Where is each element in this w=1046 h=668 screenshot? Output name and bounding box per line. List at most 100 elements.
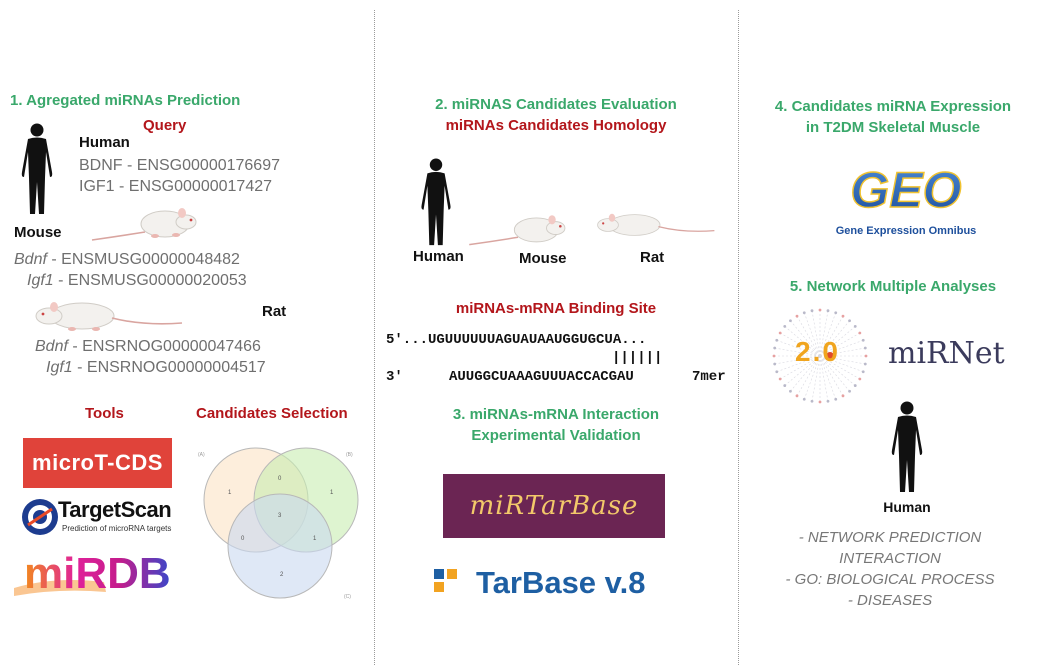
venn-diagram: (A) (B) (C) 1 1 0 3 0 1 2	[198, 447, 359, 600]
panel5-human-label: Human	[883, 499, 931, 515]
binding-site-title: miRNAs-mRNA Binding Site	[455, 300, 657, 317]
sequence-mirna: AUUGGCUAAAGUUUACCACGAU	[449, 369, 634, 385]
venn-set-label-a: (A)	[198, 452, 205, 458]
mirdb-logo-text: miRDB	[24, 549, 171, 598]
panel4-title-2: in T2DM Skeletal Muscle	[805, 119, 981, 136]
mirnet-burst-node	[775, 370, 779, 374]
panel2-title: 2. miRNAS Candidates Evaluation	[435, 96, 677, 113]
mirnet-burst-core	[826, 352, 834, 360]
mouse-image-icon	[91, 208, 197, 241]
analysis-item-diseases: - DISEASES	[847, 592, 933, 609]
mirnet-burst-node	[775, 338, 779, 342]
sequence-mirna-prefix: 3'	[386, 369, 403, 385]
rat-gene-igf1-id: - ENSRNOG00000004517	[72, 359, 266, 376]
mirnet-burst-node	[826, 399, 830, 403]
tarbase-squares-icon	[434, 569, 457, 592]
mirtarbase-logo-text: miRTarBase	[469, 491, 639, 521]
mirnet-logo-text: miRNet	[888, 336, 1005, 371]
panel5-title: 5. Network Multiple Analyses	[789, 278, 997, 295]
mirnet-burst-node	[783, 325, 787, 328]
microt-cds-logo: microT-CDS	[23, 438, 172, 488]
rat-gene-igf1: Igf1 - ENSRNOG00000004517	[46, 359, 266, 377]
mirnet-burst-node	[810, 309, 814, 313]
mirdb-logo: miRDB	[14, 549, 171, 598]
panel3-validation-title-2: Experimental Validation	[471, 427, 641, 444]
mirnet-burst-node	[863, 346, 867, 350]
candidates-selection-title: Candidates Selection	[196, 405, 348, 422]
mirnet-burst-node	[789, 319, 792, 323]
mirnet-burst-node	[841, 394, 845, 398]
rat-gene-igf1-symbol: Igf1	[46, 359, 73, 376]
mirnet-burst-node	[848, 319, 851, 323]
divider-left	[374, 10, 375, 665]
analysis-list: - NETWORK PREDICTION INTERACTION - GO: B…	[760, 527, 1020, 611]
mirnet-burst-node	[795, 394, 799, 398]
human-silhouette-3-icon	[891, 401, 923, 492]
targetscan-logo: TargetScan Prediction of microRNA target…	[20, 494, 176, 540]
mirnet-burst-node	[778, 331, 782, 335]
human-gene-bdnf: BDNF - ENSG00000176697	[79, 157, 280, 174]
divider-right	[738, 10, 739, 665]
geo-logo-text: GEO	[850, 163, 961, 218]
targetscan-target-icon	[22, 499, 58, 535]
venn-count-a-only: 1	[228, 490, 232, 496]
mirnet-burst-node	[802, 311, 806, 315]
mirnet-burst-node	[863, 362, 867, 366]
mirnet-network-icon	[772, 308, 868, 404]
mouse-label: Mouse	[14, 224, 62, 241]
sequence-site-type: 7mer	[692, 369, 726, 385]
mouse-gene-igf1-id: - ENSMUSG00000020053	[53, 272, 247, 289]
rat-gene-bdnf-symbol: Bdnf	[35, 338, 68, 355]
mirnet-burst-node	[810, 399, 814, 403]
mirtarbase-logo: miRTarBase	[443, 474, 665, 538]
geo-logo: GEO	[850, 163, 963, 219]
analysis-item-go-biological-process: - GO: BIOLOGICAL PROCESS	[785, 571, 995, 588]
venn-count-ac: 0	[241, 536, 245, 542]
mirnet-burst-node	[778, 377, 782, 381]
analysis-item-network-prediction: - NETWORK PREDICTION	[798, 529, 982, 546]
mirnet-burst-node	[826, 309, 830, 313]
mirnet-version: 2.0	[795, 336, 840, 367]
mirnet-burst-node	[834, 397, 838, 401]
panel3-validation-title-1: 3. miRNAs-mRNA Interaction	[452, 406, 660, 423]
mirnet-burst-node	[858, 331, 862, 335]
species-human: Human	[413, 248, 464, 265]
mirnet-burst-node	[773, 346, 777, 350]
venn-count-bc: 1	[313, 536, 317, 542]
targetscan-logo-text: TargetScan	[58, 497, 172, 522]
venn-count-abc: 3	[278, 513, 282, 519]
venn-set-label-b: (B)	[346, 452, 353, 458]
tarbase-logo-text: TarBase v.8	[476, 565, 646, 600]
rat-image-icon	[35, 302, 183, 331]
mirnet-burst-node	[789, 389, 792, 393]
venn-count-c-only: 2	[280, 572, 284, 578]
analysis-item-interaction: INTERACTION	[839, 550, 941, 567]
mirnet-burst-node	[834, 311, 838, 315]
mirnet-burst-node	[818, 400, 822, 404]
venn-count-b-only: 1	[330, 490, 334, 496]
mirnet-burst-node	[783, 384, 787, 387]
mouse-gene-bdnf-id: - ENSMUSG00000048482	[46, 251, 240, 268]
mirnet-burst-node	[818, 308, 822, 312]
microt-cds-logo-text: microT-CDS	[32, 450, 163, 475]
homology-subtitle: miRNAs Candidates Homology	[445, 117, 667, 134]
sequence-mrna: 5'...UGUUUUUUAGUAUAAUGGUGCUA...	[386, 332, 647, 348]
venn-set-label-c: (C)	[344, 594, 351, 600]
mirnet-burst-node	[795, 314, 799, 318]
mouse-gene-igf1: Igf1 - ENSMUSG00000020053	[27, 272, 247, 290]
rat-image-2-icon	[597, 213, 715, 236]
mouse-gene-igf1-symbol: Igf1	[27, 272, 54, 289]
mirnet-burst-node	[861, 338, 865, 342]
mirnet-burst-node	[861, 370, 865, 374]
mirnet-burst-node	[802, 397, 806, 401]
human-silhouette-2-icon	[421, 158, 451, 246]
mouse-gene-bdnf: Bdnf - ENSMUSG00000048482	[14, 251, 240, 269]
mirnet-burst-node	[773, 362, 777, 366]
mirnet-burst-node	[848, 389, 851, 393]
mirnet-burst-node	[864, 354, 868, 358]
species-rat: Rat	[640, 249, 665, 266]
mirnet-burst-node	[853, 384, 857, 387]
mouse-gene-bdnf-symbol: Bdnf	[14, 251, 47, 268]
human-gene-igf1: IGF1 - ENSG00000017427	[79, 178, 273, 195]
query-label: Query	[143, 117, 187, 134]
